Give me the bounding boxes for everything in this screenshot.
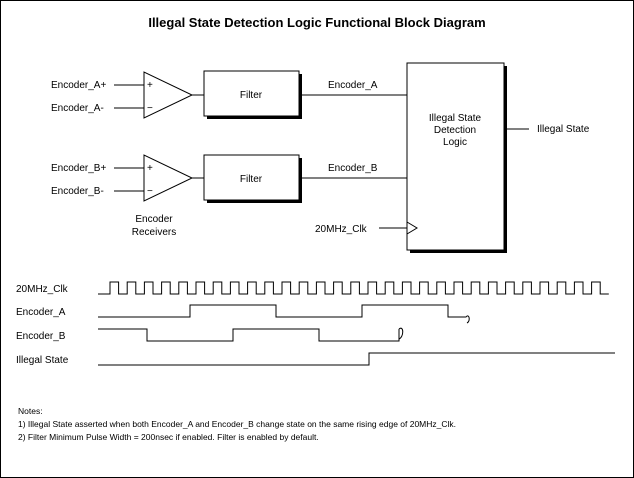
signal-label-output: Illegal State xyxy=(537,124,590,135)
input-label-a-minus: Encoder_A- xyxy=(51,103,104,114)
receivers-caption-line1: Encoder xyxy=(135,214,173,225)
logic-block-line2: Detection xyxy=(434,125,476,136)
logic-block-line3: Logic xyxy=(443,137,467,148)
filter-b-label: Filter xyxy=(240,174,263,185)
logic-block-line1: Illegal State xyxy=(429,113,482,124)
receiver-b-plus-sign: + xyxy=(147,163,153,174)
input-label-b-plus: Encoder_B+ xyxy=(51,163,106,174)
input-label-b-minus: Encoder_B- xyxy=(51,186,104,197)
note-2: 2) Filter Minimum Pulse Width = 200nsec … xyxy=(18,432,319,442)
receiver-a-amplifier xyxy=(143,71,194,119)
encoder-b-break xyxy=(398,327,404,340)
timing-label-clock: 20MHz_Clk xyxy=(16,284,69,295)
note-1: 1) Illegal State asserted when both Enco… xyxy=(18,419,457,429)
receiver-a-minus-sign: − xyxy=(147,103,153,114)
encoder-a-break xyxy=(458,315,470,324)
input-label-a-plus: Encoder_A+ xyxy=(51,80,106,91)
notes-heading: Notes: xyxy=(18,406,43,416)
diagram-title: Illegal State Detection Logic Functional… xyxy=(148,15,485,30)
clock-waveform xyxy=(98,281,609,295)
receiver-b-amplifier xyxy=(143,154,194,202)
clock-input-marker xyxy=(406,221,418,235)
timing-label-encoder-a: Encoder_A xyxy=(16,307,66,318)
filter-a-box xyxy=(203,70,300,117)
signal-label-clock: 20MHz_Clk xyxy=(315,224,368,235)
timing-label-encoder-b: Encoder_B xyxy=(16,331,66,342)
filter-a-label: Filter xyxy=(240,90,263,101)
notes-section: Notes: 1) Illegal State asserted when bo… xyxy=(18,405,618,444)
timing-label-illegal-state: Illegal State xyxy=(16,355,69,366)
illegal-state-waveform xyxy=(98,352,615,366)
receiver-b-minus-sign: − xyxy=(147,186,153,197)
receiver-a-plus-sign: + xyxy=(147,80,153,91)
filter-b-box xyxy=(203,154,300,201)
encoder-a-waveform xyxy=(98,304,458,318)
logic-block-box xyxy=(406,62,505,251)
receivers-caption-line2: Receivers xyxy=(132,227,176,238)
encoder-b-waveform xyxy=(98,328,400,342)
signal-label-encoder-b: Encoder_B xyxy=(328,163,378,174)
signal-label-encoder-a: Encoder_A xyxy=(328,80,378,91)
